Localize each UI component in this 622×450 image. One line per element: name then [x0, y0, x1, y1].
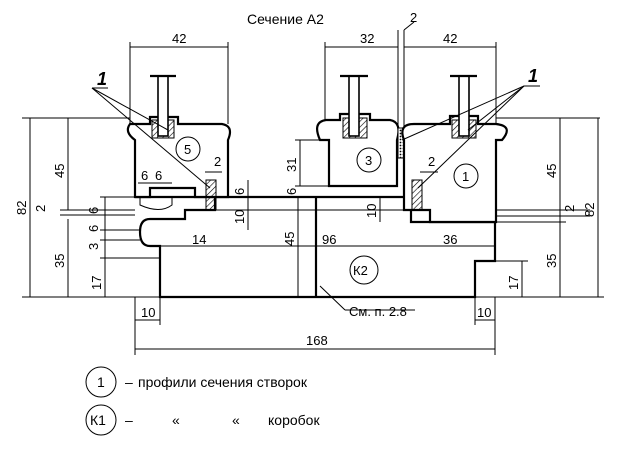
dim-45-left: 45: [52, 164, 67, 178]
callout-1-left: 1: [97, 69, 107, 89]
dim-17-right: 17: [506, 276, 521, 290]
ref-note: См. п. 2.8: [349, 304, 407, 319]
legend-frame-dash: –: [125, 412, 133, 428]
legend-frame-quote2: «: [232, 412, 240, 428]
dim-3: 3: [86, 243, 101, 250]
dim-10-center-left: 10: [232, 210, 247, 224]
sash-1-glass-seal: [411, 179, 423, 211]
dim-10-center-right: 10: [364, 204, 379, 218]
marker-5-label: 5: [184, 142, 191, 157]
legend-frame-quote1: «: [172, 412, 180, 428]
dim-2-top: 2: [410, 10, 417, 25]
sash-3-glass: [348, 75, 360, 137]
legend-frame-symbol: [85, 404, 117, 436]
dim-10-right: 10: [477, 305, 491, 320]
dim-32: 32: [360, 31, 374, 46]
leader-1-left-b: [91, 87, 211, 189]
leader-1-right-a: [401, 85, 525, 141]
leader-1-right-c: [417, 85, 525, 189]
dim-6-top-a: 6: [141, 168, 148, 183]
dim-45-right: 45: [544, 164, 559, 178]
dim-31: 31: [284, 158, 299, 172]
marker-5: [175, 136, 201, 162]
leader-1-left: [91, 87, 169, 131]
dim-6-center-left: 6: [232, 188, 247, 195]
legend-sash-symbol: [85, 366, 117, 398]
callout-1-right: 1: [528, 66, 538, 86]
leader-ref-note: [319, 285, 346, 311]
dim-36: 36: [443, 232, 457, 247]
dim-82-left: 82: [14, 201, 29, 215]
dim-6-center: 6: [284, 188, 299, 195]
dim-42-left: 42: [172, 31, 186, 46]
legend-frame-symbol-text: К1: [90, 412, 106, 428]
dim-17-left: 17: [89, 276, 104, 290]
sash-5-glass-seal: [205, 179, 217, 211]
marker-k2-label: К2: [353, 263, 368, 278]
sash-5-notch: [139, 197, 173, 210]
dim-35-left: 35: [52, 254, 67, 268]
marker-1-label: 1: [462, 169, 469, 184]
legend-frame-text: коробок: [268, 412, 320, 428]
marker-1: [453, 163, 479, 189]
legend-sash-symbol-text: 1: [97, 374, 105, 390]
dim-45-center: 45: [282, 232, 297, 246]
marker-3: [356, 147, 382, 173]
dim-6-a: 6: [86, 207, 101, 214]
dim-35-right: 35: [544, 254, 559, 268]
dim-42-right: 42: [443, 31, 457, 46]
dim-2-inner-left: 2: [214, 154, 221, 169]
marker-3-label: 3: [365, 153, 372, 168]
dim-2-right: 2: [562, 205, 577, 212]
dim-2-left: 2: [33, 205, 48, 212]
dim-96: 96: [322, 232, 336, 247]
sash-1-glass: [458, 75, 470, 137]
dim-2-inner-right: 2: [428, 154, 435, 169]
dim-168: 168: [306, 333, 328, 348]
legend-sash-dash: –: [125, 374, 133, 390]
section-title: Сечение А2: [247, 11, 324, 27]
leader-1-right-b: [467, 85, 525, 131]
dim-6-b: 6: [86, 225, 101, 232]
marker-k2: [349, 255, 379, 285]
dim-6-top-b: 6: [155, 168, 162, 183]
legend-sash-text: профили сечения створок: [138, 374, 308, 390]
dim-10-left: 10: [141, 305, 155, 320]
dim-14: 14: [192, 232, 206, 247]
